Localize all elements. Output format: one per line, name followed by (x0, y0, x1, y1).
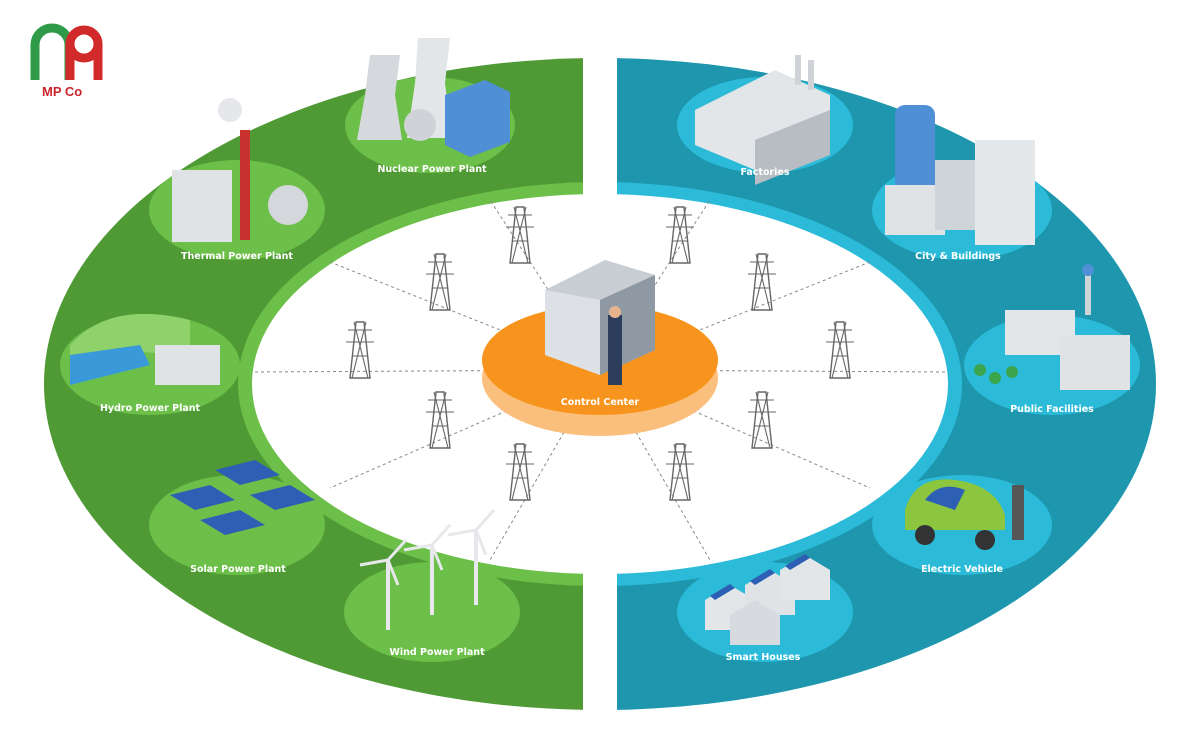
supply-item-thermal[interactable]: Thermal Power Plant (149, 98, 325, 262)
demand-item-electric-vehicle[interactable]: Electric Vehicle (872, 475, 1052, 575)
nuclear-plant-icon (357, 38, 510, 157)
supply-item-wind[interactable]: Wind Power Plant (344, 508, 520, 662)
control-center-label: Control Center (561, 397, 640, 408)
city-buildings-icon (885, 105, 1035, 245)
factories-label: Factories (740, 167, 789, 178)
factory-icon (695, 55, 830, 185)
electric-car-icon (905, 479, 1024, 550)
electric-vehicle-label: Electric Vehicle (921, 564, 1003, 575)
wind-turbine-icon (359, 508, 496, 630)
logo-text: MP Co (42, 84, 82, 99)
demand-item-city[interactable]: City & Buildings (872, 105, 1052, 262)
solar-panel-icon (170, 460, 315, 535)
thermal-label: Thermal Power Plant (181, 251, 293, 262)
supply-item-nuclear[interactable]: Nuclear Power Plant (345, 38, 515, 175)
hydro-dam-icon (70, 313, 220, 385)
solar-label: Solar Power Plant (190, 564, 286, 575)
nuclear-label: Nuclear Power Plant (377, 164, 487, 175)
smart-houses-label: Smart Houses (726, 652, 801, 663)
server-rack-operator-icon (545, 260, 655, 385)
thermal-plant-icon (172, 98, 308, 242)
city-label: City & Buildings (915, 251, 1001, 262)
public-facilities-label: Public Facilities (1010, 404, 1094, 415)
wind-label: Wind Power Plant (389, 647, 485, 658)
supply-item-solar[interactable]: Solar Power Plant (149, 460, 325, 575)
public-facilities-icon (974, 264, 1130, 390)
demand-item-public-facilities[interactable]: Public Facilities (964, 264, 1140, 415)
supply-item-hydro[interactable]: Hydro Power Plant (60, 313, 240, 415)
smart-house-icon (705, 554, 830, 645)
demand-item-smart-houses[interactable]: Smart Houses (677, 554, 853, 663)
control-center[interactable]: Control Center (482, 260, 718, 436)
demand-item-factories[interactable]: Factories (677, 55, 853, 185)
hydro-label: Hydro Power Plant (100, 403, 201, 414)
company-logo: MP Co (30, 23, 103, 99)
